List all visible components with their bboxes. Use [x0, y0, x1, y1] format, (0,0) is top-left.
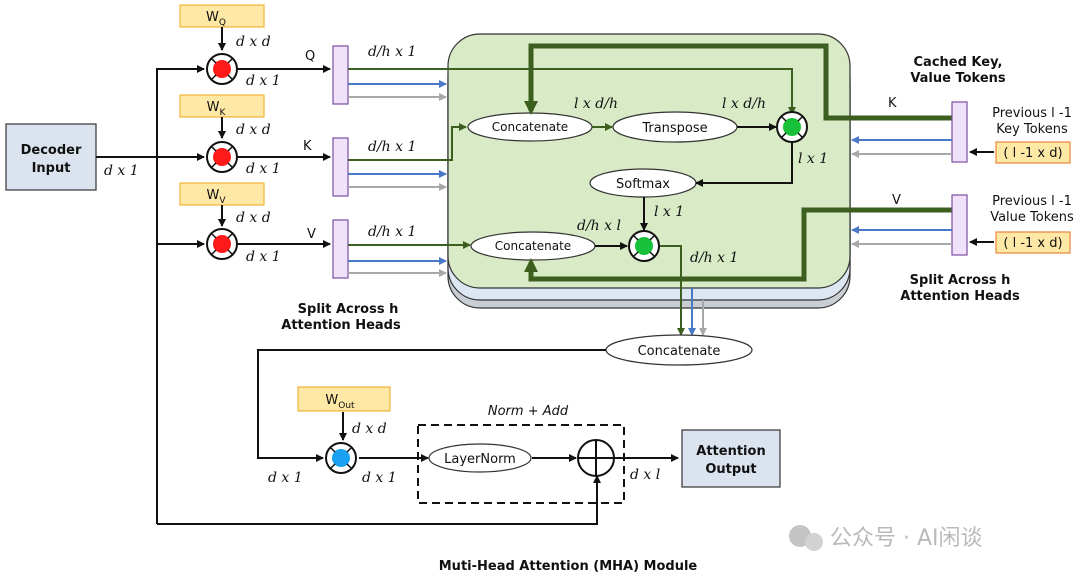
dim-dd-out: d x d — [352, 421, 387, 437]
k-cached-label: K — [888, 96, 897, 111]
decoder-input-label-1: Decoder — [21, 143, 82, 158]
concatenate-top-label: Concatenate — [492, 120, 568, 134]
decoder-dim-label: d x 1 — [104, 163, 139, 179]
v-cached-label: V — [892, 193, 901, 208]
concatenate-bottom-label: Concatenate — [638, 344, 721, 359]
dim-dh1-q: d/h x 1 — [368, 44, 416, 60]
multiply-node-v — [206, 228, 238, 260]
weight-q: WQ — [179, 4, 265, 51]
dim-d1-out-left: d x 1 — [268, 470, 303, 486]
prev-key-label-1: Previous l -1 — [992, 106, 1072, 121]
svg-text:WK: WK — [207, 100, 227, 118]
split-right-label-1: Split Across h — [910, 273, 1011, 288]
layernorm-label: LayerNorm — [444, 452, 516, 467]
q-label: Q — [305, 49, 315, 64]
decoder-input-label-2: Input — [32, 161, 71, 176]
attention-output-box — [681, 429, 781, 488]
multiply-node-q — [206, 53, 238, 85]
norm-add-label: Norm + Add — [488, 404, 569, 419]
prev-value-label-2: Value Tokens — [990, 210, 1074, 225]
svg-text:WV: WV — [206, 188, 226, 206]
layernorm-op — [428, 443, 532, 473]
weight-v: WV — [179, 182, 265, 227]
dim-d1-q: d x 1 — [246, 73, 281, 89]
cached-value-path — [524, 207, 952, 282]
diagram-title: Muti-Head Attention (MHA) Module — [439, 559, 698, 574]
cached-label-2: Value Tokens — [910, 71, 1006, 86]
svg-text:WQ: WQ — [206, 10, 226, 28]
weight-out-box — [297, 386, 391, 412]
multiply-node-out — [325, 442, 357, 474]
input-trunk — [96, 65, 601, 525]
prev-key-label-2: Key Tokens — [996, 122, 1068, 137]
concatenate-mid-label: Concatenate — [495, 239, 571, 253]
prev-value-label-1: Previous l -1 — [992, 194, 1072, 209]
dim-l1-b: l x 1 — [654, 204, 684, 220]
multiply-node-k — [206, 141, 238, 173]
add-node — [577, 439, 615, 477]
cached-key-path — [524, 43, 952, 121]
matmul-node-qk — [776, 111, 808, 143]
split-right-label-2: Attention Heads — [900, 289, 1020, 304]
dim-ldh-2: l x d/h — [722, 96, 766, 112]
dim-dh1-v: d/h x 1 — [368, 224, 416, 240]
split-bar-key-right — [951, 101, 968, 163]
weight-k: WK — [179, 94, 265, 139]
prev-key-box — [995, 141, 1071, 164]
dim-dl: d x l — [630, 467, 660, 483]
dim-l1-a: l x 1 — [798, 151, 828, 167]
k-label: K — [303, 139, 312, 154]
dim-d1-v: d x 1 — [246, 249, 281, 265]
weight-out-label: WOut — [325, 393, 355, 411]
matmul-node-av — [628, 230, 660, 262]
v-label: V — [307, 227, 316, 242]
prev-value-box-label: ( l -1 x d) — [1003, 236, 1062, 251]
split-left-label-2: Attention Heads — [281, 318, 401, 333]
split-bars-left — [332, 45, 349, 279]
split-left-label-1: Split Across h — [298, 302, 399, 317]
watermark: 公众号 · AI闲谈 — [789, 525, 983, 551]
dim-dd-v: d x d — [236, 210, 271, 226]
cached-label-1: Cached Key, — [914, 55, 1003, 70]
dim-dd-k: d x d — [236, 122, 271, 138]
dim-dh1-k: d/h x 1 — [368, 139, 416, 155]
dim-dh1-out: d/h x 1 — [690, 250, 738, 266]
dim-d1-out-right: d x 1 — [362, 470, 397, 486]
attention-output-label-1: Attention — [696, 444, 765, 459]
dim-dd-q: d x d — [236, 34, 271, 50]
prev-value-box — [995, 231, 1071, 254]
dim-dhl: d/h x l — [577, 218, 621, 234]
softmax-label: Softmax — [616, 177, 670, 192]
attention-output-label-2: Output — [705, 462, 756, 477]
dim-ldh-1: l x d/h — [574, 96, 618, 112]
transpose-label: Transpose — [641, 121, 707, 136]
split-bar-value-right — [951, 194, 968, 256]
dim-d1-k: d x 1 — [246, 161, 281, 177]
prev-key-box-label: ( l -1 x d) — [1003, 146, 1062, 161]
watermark-text: 公众号 · AI闲谈 — [830, 526, 983, 551]
